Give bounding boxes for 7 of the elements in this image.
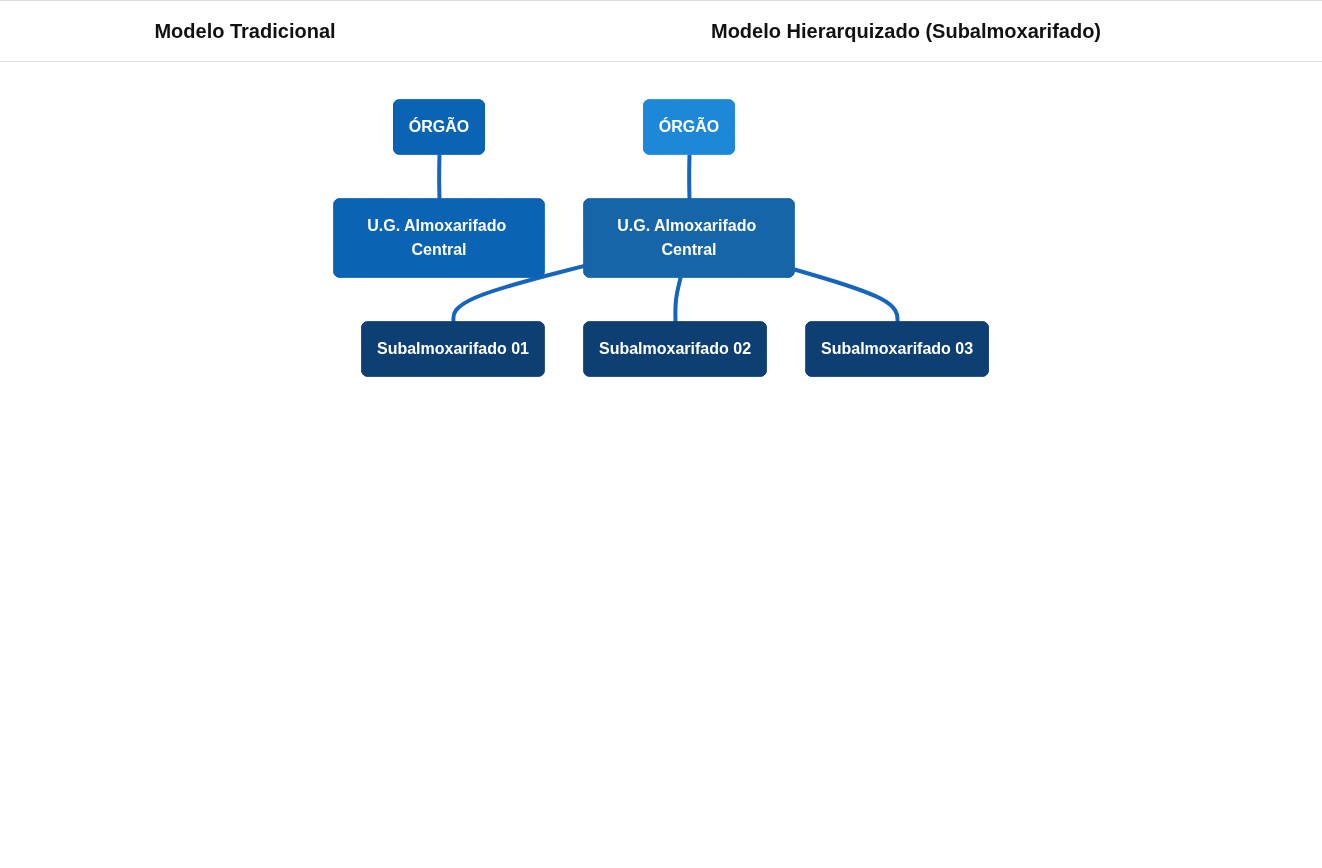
connector: [793, 267, 900, 323]
connector: [451, 263, 585, 323]
connector: [437, 154, 442, 200]
column-header: Modelo Tradicional: [153, 19, 337, 43]
connector: [673, 277, 683, 323]
connector: [687, 154, 692, 200]
column-header: Modelo Hierarquizado (Subalmoxarifado): [709, 19, 1102, 43]
